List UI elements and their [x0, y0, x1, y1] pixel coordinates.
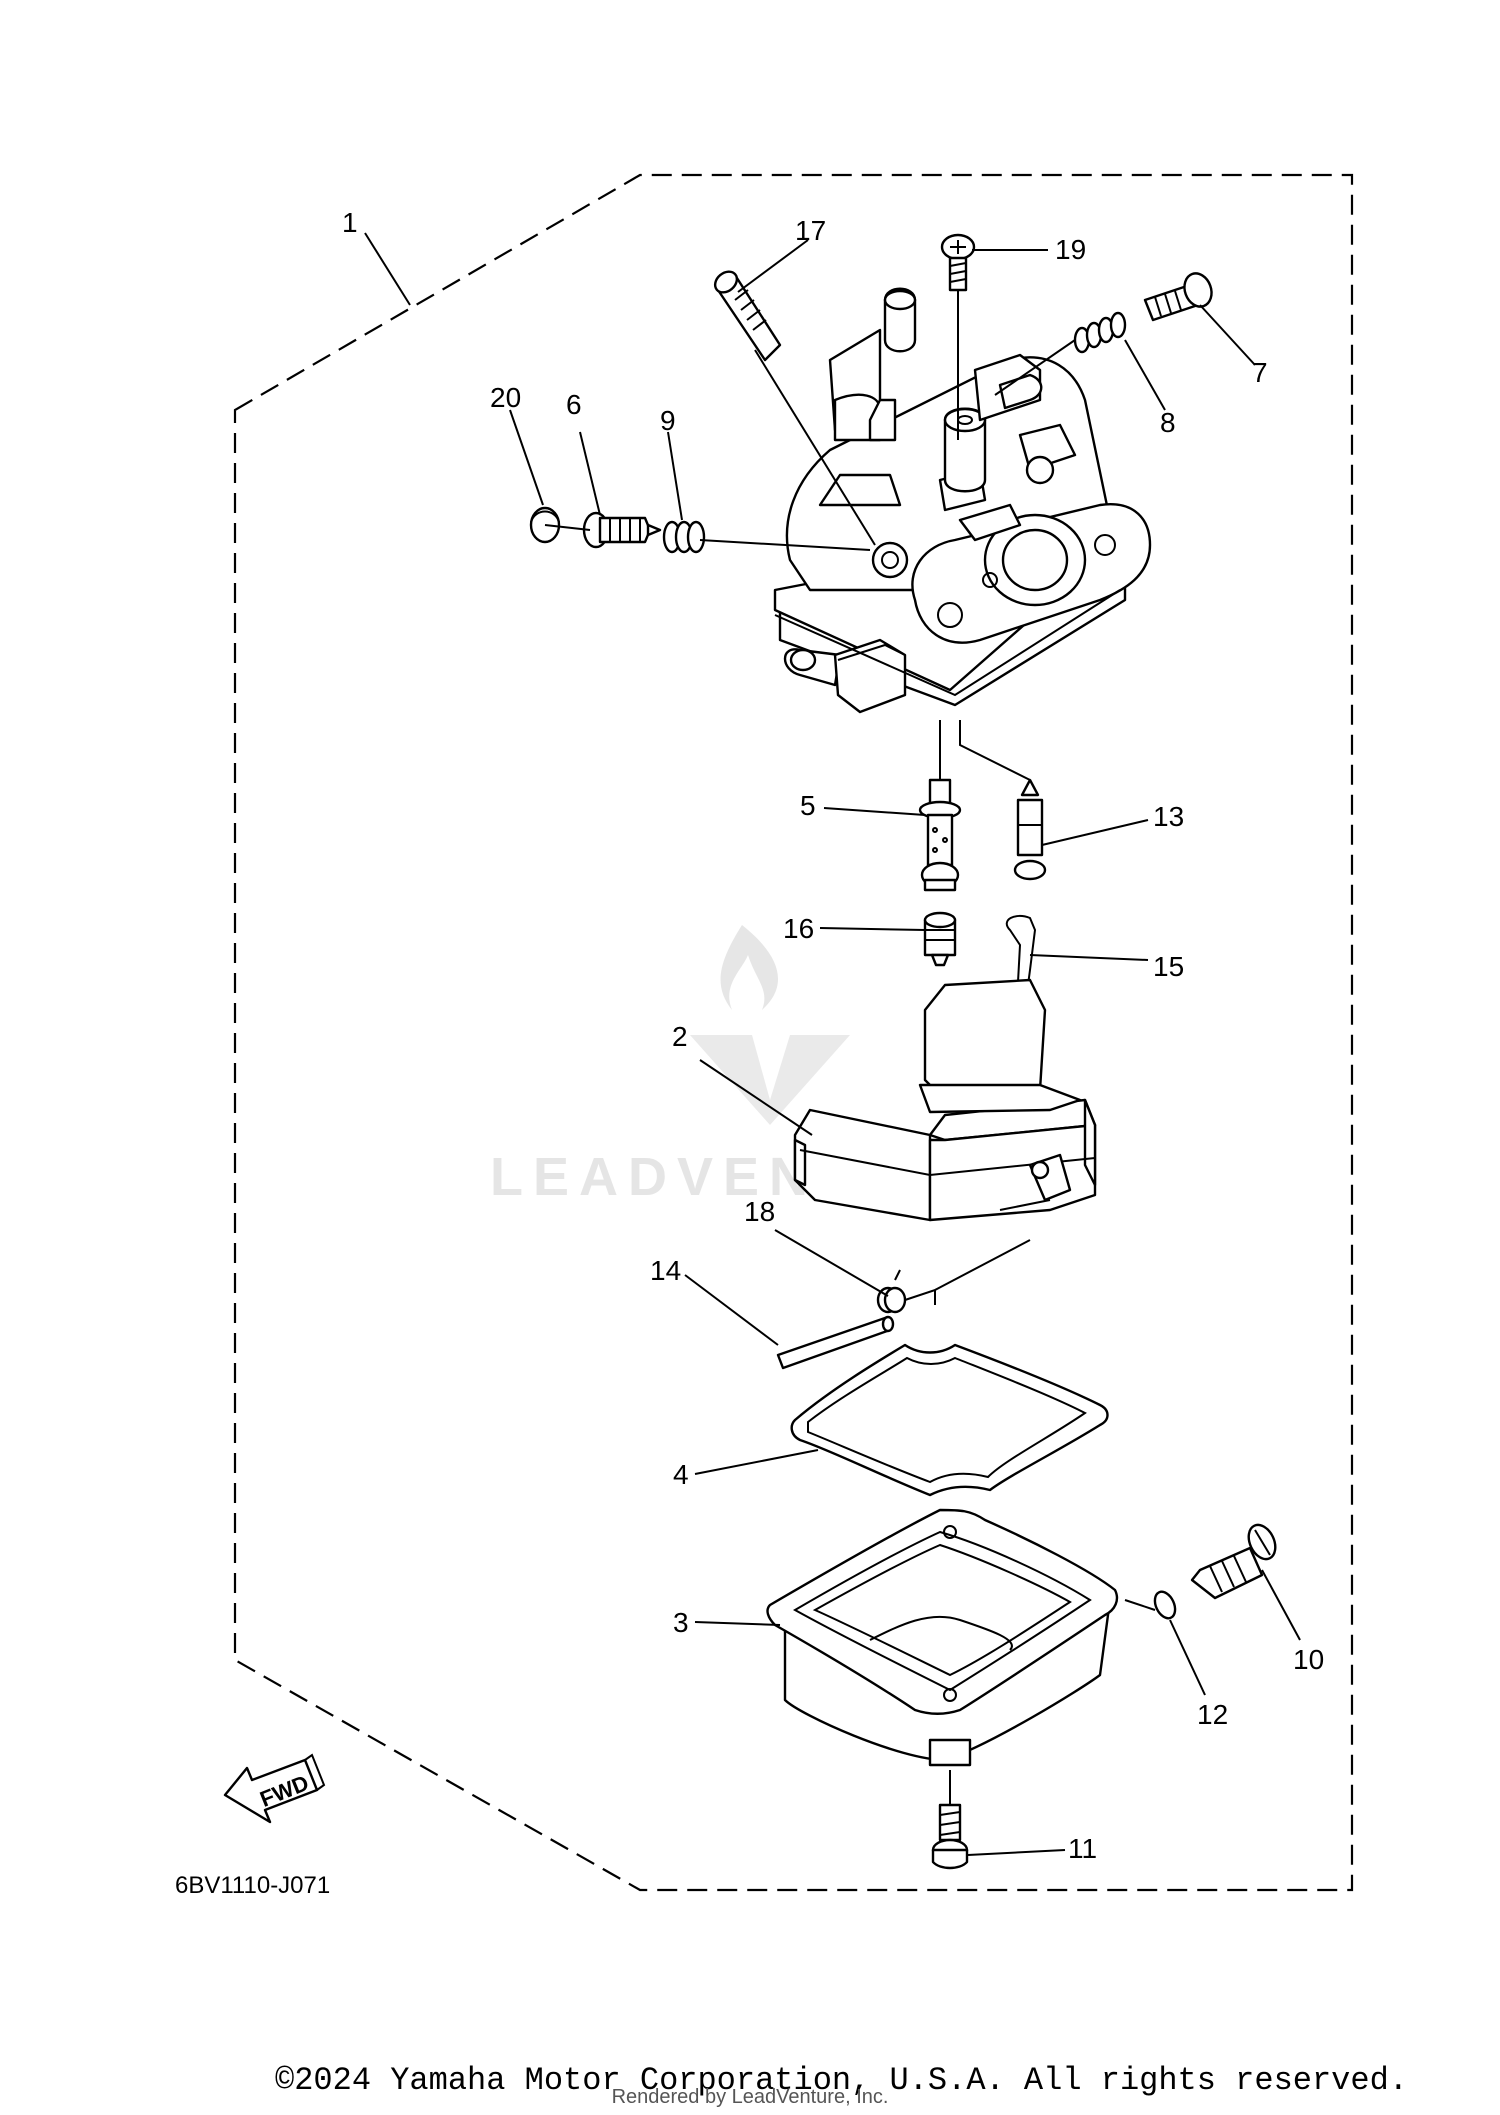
- callout-19: 19: [1055, 234, 1086, 265]
- part-17-screw: [713, 270, 782, 362]
- callout-6: 6: [566, 389, 582, 420]
- part-14-pin: [776, 1315, 895, 1370]
- callout-9: 9: [660, 405, 676, 436]
- part-4-gasket: [790, 1343, 1109, 1497]
- callout-8: 8: [1160, 407, 1176, 438]
- callout-12: 12: [1197, 1699, 1228, 1730]
- callout-5: 5: [800, 790, 816, 821]
- part-3-float-bowl: [766, 1508, 1119, 1767]
- part-12-oring: [1153, 1590, 1177, 1620]
- part-13-needle-valve: [1013, 778, 1047, 881]
- part-16-jet: [923, 911, 957, 967]
- callout-10: 10: [1293, 1644, 1324, 1675]
- callout-7: 7: [1252, 357, 1268, 388]
- callouts: 1 2 3 4 5 6 7 8 9 10 11 12 13 14 15 16 1…: [342, 207, 1324, 1864]
- copyright-notice: ©2024 Yamaha Motor Corporation, U.S.A. A…: [275, 2062, 1408, 2099]
- callout-11: 11: [1068, 1833, 1097, 1864]
- callout-4: 4: [673, 1459, 689, 1490]
- part-11-screw: [931, 1803, 969, 1870]
- callout-17: 17: [795, 215, 826, 246]
- callout-20: 20: [490, 382, 521, 413]
- part-7-screw: [1143, 272, 1213, 322]
- callout-1: 1: [342, 207, 358, 238]
- part-10-screw: [1190, 1523, 1277, 1600]
- part-15-clip: [1005, 914, 1037, 987]
- part-18-spring: [876, 1239, 1031, 1314]
- rendered-by-credit: Rendered by LeadVenture, Inc.: [611, 2086, 889, 2108]
- part-19-screw: [940, 233, 976, 292]
- leader-lines: [364, 232, 1301, 1856]
- part-8-spring: [1073, 311, 1127, 354]
- callout-14: 14: [650, 1255, 681, 1286]
- callout-2: 2: [672, 1021, 688, 1052]
- carburetor-body: [773, 287, 1152, 714]
- callout-16: 16: [783, 913, 814, 944]
- part-2-float: [793, 978, 1097, 1222]
- part-9-spring: [662, 520, 706, 554]
- callout-15: 15: [1153, 951, 1184, 982]
- drawing-code: 6BV1110-J071: [175, 1872, 330, 1899]
- part-6-screw: [582, 511, 662, 549]
- callout-13: 13: [1153, 801, 1184, 832]
- part-5-nozzle: [918, 778, 962, 892]
- callout-3: 3: [673, 1607, 689, 1638]
- fwd-arrow: FWD: [223, 1753, 326, 1824]
- callout-18: 18: [744, 1196, 775, 1227]
- assembly-boundary: [233, 173, 1354, 1892]
